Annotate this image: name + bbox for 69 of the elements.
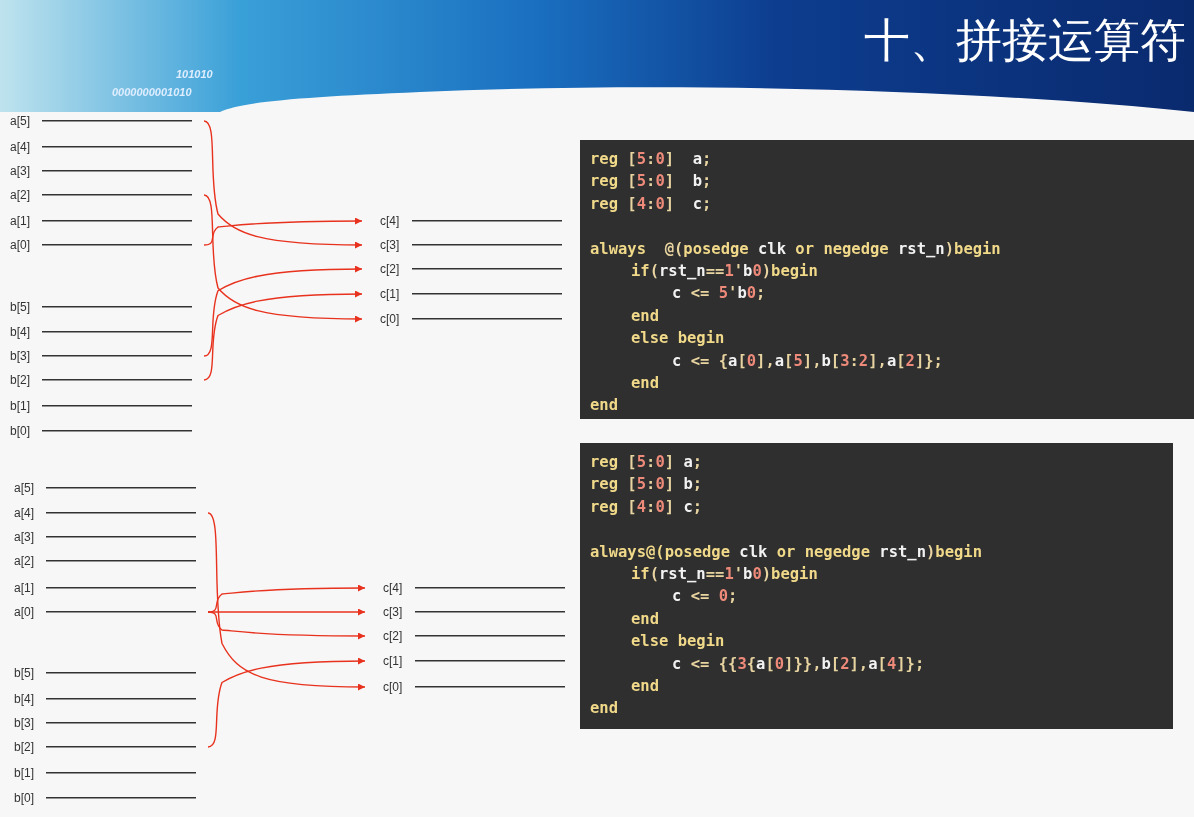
code-line: end	[630, 305, 660, 327]
signal-label: b[3]	[14, 715, 34, 731]
code-line: reg [5:0] b;	[590, 474, 704, 496]
binary-digits-text: 101010	[176, 68, 213, 80]
signal-label: c[2]	[383, 628, 403, 644]
signal-label: a[5]	[14, 480, 34, 496]
signal-arrow	[203, 290, 363, 381]
signal-label: a[0]	[14, 604, 34, 620]
code-line: c <= {{3{a[0]}},b[2],a[4]};	[671, 653, 926, 675]
signal-label: a[2]	[14, 553, 34, 569]
code-line: always@(posedge clk or negedge rst_n)begin	[590, 541, 983, 563]
signal-label: c[3]	[383, 604, 403, 620]
signal-label: b[5]	[14, 665, 34, 681]
signal-label: b[2]	[10, 372, 30, 388]
signal-label: c[4]	[383, 580, 403, 596]
signal-label: c[2]	[380, 261, 400, 277]
code-line: end	[630, 608, 660, 630]
signal-label: b[3]	[10, 348, 30, 364]
signal-label: b[1]	[10, 398, 30, 414]
slide-title: 十、拼接运算符	[864, 12, 1186, 69]
binary-digits-text: 0000000001010	[112, 86, 192, 98]
code-line: always @(posedge clk or negedge rst_n)begin	[590, 238, 1002, 260]
signal-label: b[1]	[14, 765, 34, 781]
signal-label: a[2]	[10, 187, 30, 203]
code-line: reg [5:0] a;	[590, 149, 713, 170]
code-line: reg [4:0] c;	[590, 496, 704, 518]
signal-label: c[1]	[380, 286, 400, 302]
code-line: reg [5:0] b;	[590, 171, 713, 193]
code-line: else begin	[630, 631, 726, 653]
code-line: else begin	[630, 328, 726, 350]
signal-label: c[0]	[380, 311, 400, 327]
signal-label: b[4]	[14, 691, 34, 707]
signal-label: a[3]	[10, 163, 30, 179]
code-panel	[580, 140, 1194, 419]
code-line: if(rst_n==1'b0)begin	[630, 563, 819, 585]
signal-label: a[4]	[14, 505, 34, 521]
code-line: c <= 0;	[671, 586, 739, 608]
signal-arrow	[203, 194, 363, 323]
signal-arrow	[207, 512, 366, 691]
signal-arrow	[207, 657, 366, 748]
signal-label: b[0]	[10, 423, 30, 439]
code-line: end	[590, 395, 619, 417]
code-line: end	[590, 698, 619, 720]
signal-label: c[1]	[383, 653, 403, 669]
code-line: end	[630, 372, 660, 394]
signal-label: c[4]	[380, 213, 400, 229]
signal-label: b[4]	[10, 324, 30, 340]
signal-arrow	[203, 265, 363, 357]
signal-label: a[1]	[14, 580, 34, 596]
signal-label: b[5]	[10, 299, 30, 315]
code-line: c <= {a[0],a[5],b[3:2],a[2]};	[671, 350, 944, 372]
signal-label: c[0]	[383, 679, 403, 695]
signal-label: a[0]	[10, 237, 30, 253]
signal-label: b[0]	[14, 790, 34, 806]
signal-label: c[3]	[380, 237, 400, 253]
code-line: if(rst_n==1'b0)begin	[630, 260, 819, 282]
signal-arrow	[203, 120, 363, 249]
signal-arrow	[207, 611, 366, 640]
code-line: end	[630, 675, 660, 697]
code-line: reg [5:0] a;	[590, 452, 704, 473]
signal-label: a[3]	[14, 529, 34, 545]
signal-label: a[4]	[10, 139, 30, 155]
signal-label: a[5]	[10, 113, 30, 129]
code-panel	[580, 443, 1173, 729]
signal-label: a[1]	[10, 213, 30, 229]
signal-label: b[2]	[14, 739, 34, 755]
code-line: c <= 5'b0;	[671, 283, 767, 305]
signal-arrow	[203, 217, 363, 246]
code-line: reg [4:0] c;	[590, 193, 713, 215]
